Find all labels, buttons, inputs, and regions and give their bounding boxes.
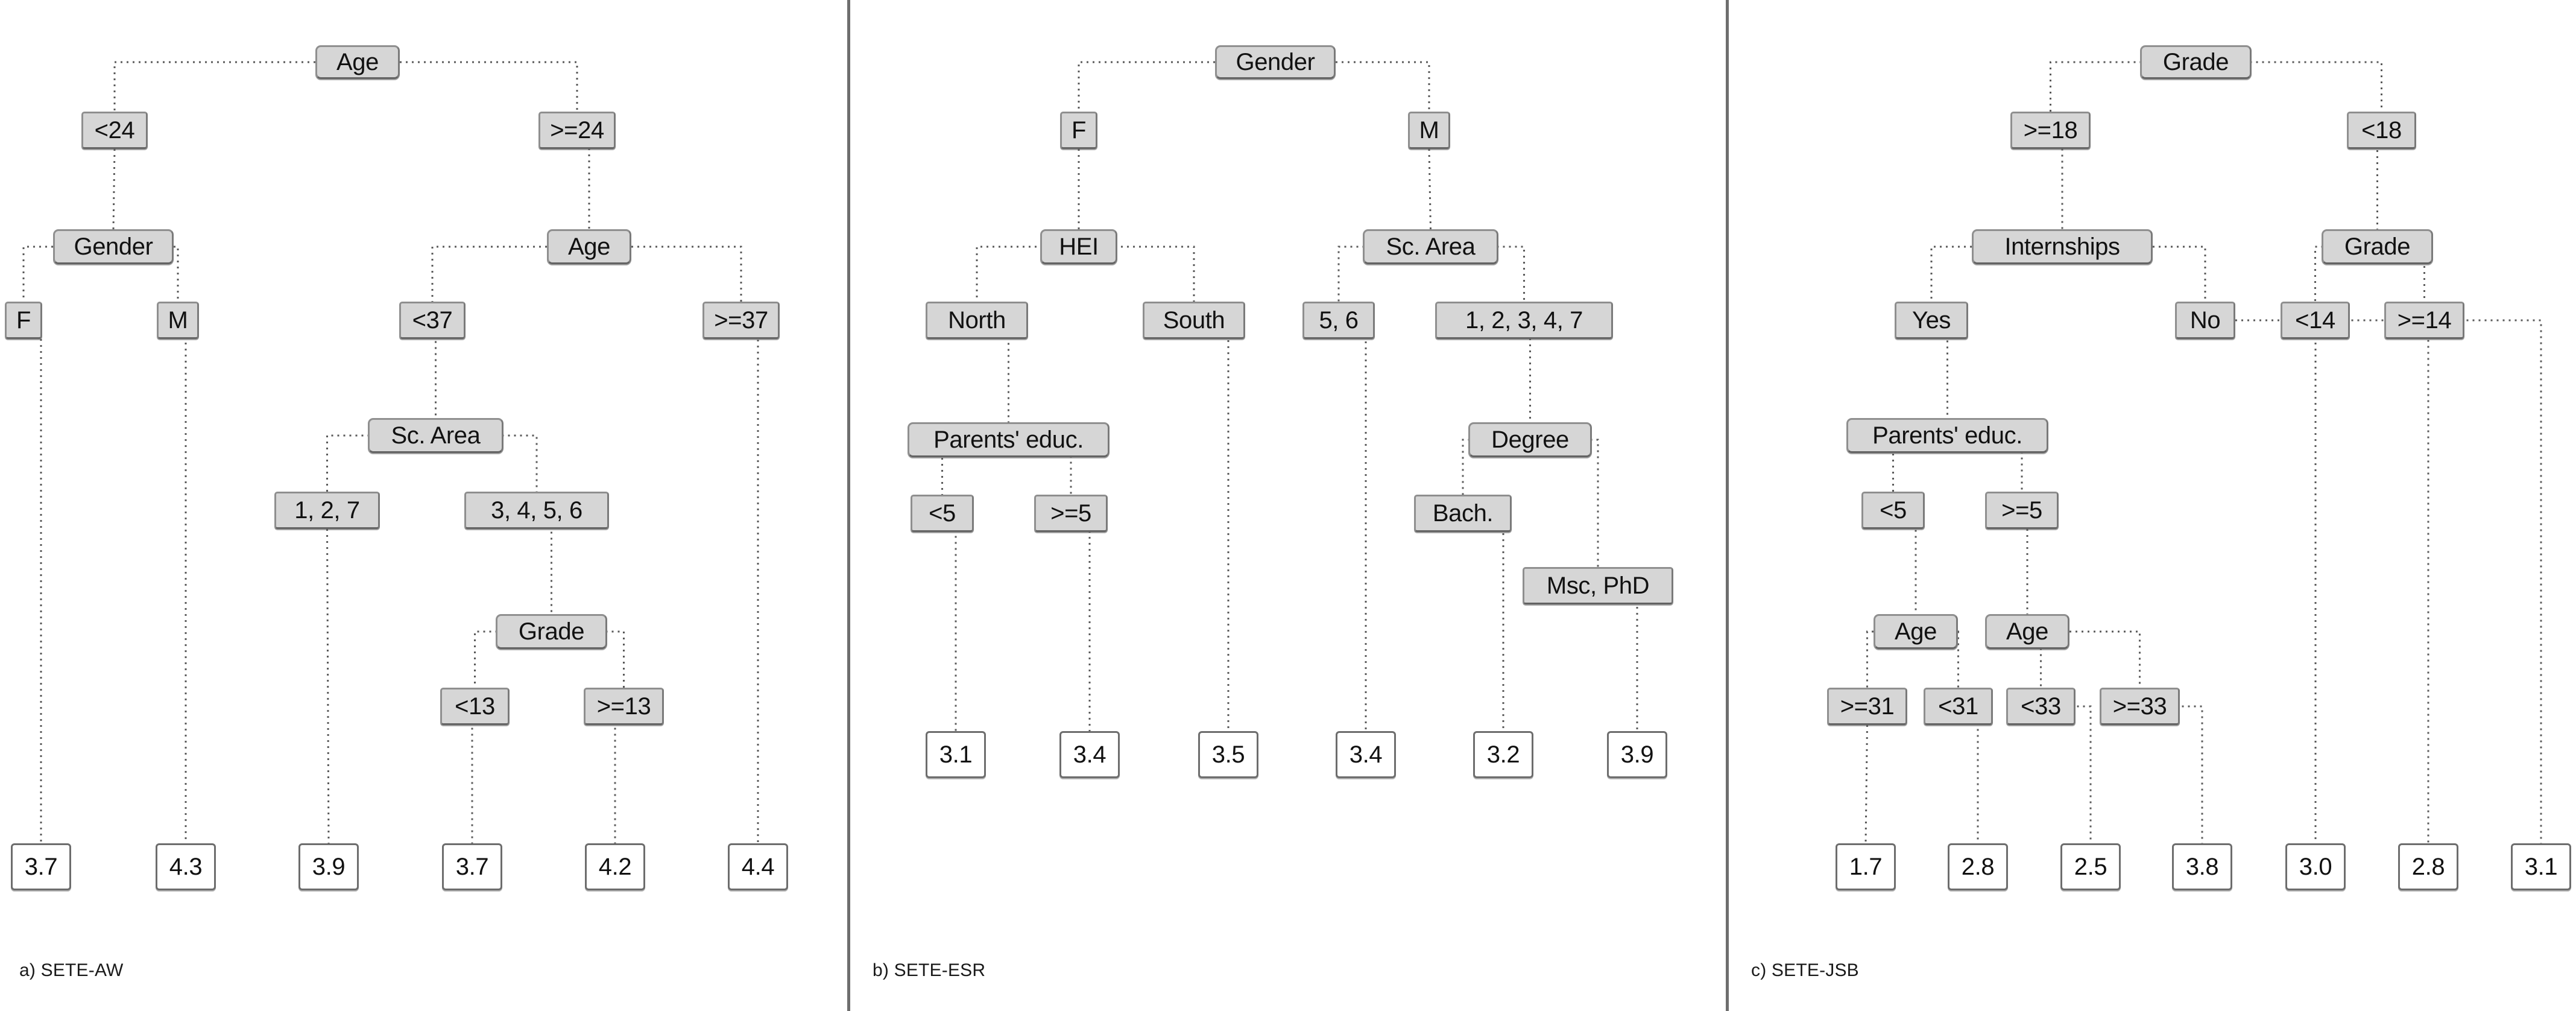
tree-edge	[471, 705, 475, 843]
panel-divider	[1726, 0, 1729, 1011]
tree-internal-node: <14	[2281, 302, 2350, 339]
tree-edge	[24, 319, 42, 843]
tree-internal-node: >=5	[1034, 495, 1108, 532]
tree-internal-node: >=37	[702, 302, 780, 339]
tree-internal-node: Gender	[53, 229, 174, 264]
tree-leaf-node: 3.1	[926, 731, 986, 778]
tree-internal-node: 5, 6	[1302, 302, 1375, 339]
tree-leaf-node: 2.5	[2060, 843, 2121, 890]
tree-internal-node: <18	[2347, 112, 2416, 149]
tree-edge	[2205, 319, 2317, 843]
tree-internal-node: No	[2175, 302, 2235, 339]
tree-edge	[1463, 512, 1504, 731]
tree-internal-node: >=33	[2100, 688, 2180, 725]
panel-caption-c: c) SETE-JSB	[1751, 960, 1859, 980]
tree-internal-node: Age	[315, 45, 400, 79]
tree-edge	[1428, 148, 1432, 230]
tree-leaf-node: 1.7	[1836, 843, 1896, 890]
tree-edge	[942, 512, 957, 731]
tree-edges-a	[22, 61, 759, 844]
tree-leaf-node: 3.8	[2172, 843, 2232, 890]
tree-internal-node: 1, 2, 7	[274, 492, 380, 529]
tree-edge	[2041, 705, 2092, 843]
tree-internal-node: >=13	[584, 688, 664, 725]
tree-internal-node: 3, 4, 5, 6	[464, 492, 609, 529]
tree-leaf-node: 3.9	[1607, 731, 1667, 778]
tree-leaf-node: 2.8	[1948, 843, 2008, 890]
tree-internal-node: >=5	[1985, 492, 2059, 529]
tree-internal-node: HEI	[1040, 229, 1117, 264]
tree-internal-node: Age	[1874, 614, 1958, 649]
tree-edge	[741, 319, 759, 843]
tree-internal-node: F	[5, 302, 42, 339]
tree-edge	[178, 319, 187, 843]
tree-internal-node: Grade	[496, 614, 607, 649]
tree-leaf-node: 3.7	[442, 843, 502, 890]
tree-leaf-node: 4.2	[585, 843, 645, 890]
tree-edges-b	[941, 61, 1638, 731]
tree-leaf-node: 4.4	[728, 843, 788, 890]
tree-internal-node: Parents' educ.	[1846, 418, 2048, 453]
tree-internal-node: 1, 2, 3, 4, 7	[1435, 302, 1613, 339]
tree-edge	[1530, 439, 1599, 567]
tree-internal-node: Grade	[2140, 45, 2252, 79]
tree-leaf-node: 2.8	[2398, 843, 2458, 890]
tree-internal-node: <24	[81, 112, 148, 149]
tree-edge	[1864, 724, 1868, 844]
tree-edge	[1339, 319, 1367, 731]
tree-internal-node: <5	[1861, 492, 1925, 529]
tree-leaf-node: 3.9	[298, 843, 359, 890]
panel-caption-a: a) SETE-AW	[19, 960, 124, 980]
tree-internal-node: Gender	[1215, 45, 1336, 79]
tree-internal-node: M	[157, 302, 199, 339]
tree-internal-node: >=24	[538, 112, 616, 149]
tree-internal-node: Parents' educ.	[908, 422, 1110, 457]
tree-edge	[1194, 319, 1230, 731]
tree-edge	[614, 705, 624, 843]
tree-leaf-node: 3.4	[1336, 731, 1396, 778]
tree-internal-node: Msc, PhD	[1523, 567, 1673, 604]
tree-internal-node: <5	[911, 495, 974, 532]
panel-caption-b: b) SETE-ESR	[873, 960, 986, 980]
tree-edge	[1598, 585, 1638, 731]
tree-internal-node: Sc. Area	[1363, 229, 1498, 264]
tree-internal-node: F	[1060, 112, 1097, 149]
tree-internal-node: <37	[399, 302, 466, 339]
tree-internal-node: M	[1408, 112, 1450, 149]
tree-internal-node: Grade	[2322, 229, 2433, 264]
tree-leaf-node: 3.0	[2285, 843, 2346, 890]
tree-edge	[2315, 319, 2429, 843]
tree-edge	[2424, 319, 2542, 843]
tree-internal-node: >=18	[2010, 112, 2091, 149]
tree-internal-node: Age	[547, 229, 631, 264]
tree-internal-node: >=14	[2384, 302, 2464, 339]
tree-edge	[2139, 705, 2203, 843]
tree-leaf-node: 3.7	[11, 843, 71, 890]
tree-internal-node: <31	[1924, 688, 1993, 725]
tree-internal-node: <13	[440, 688, 510, 725]
tree-internal-node: North	[926, 302, 1028, 339]
tree-internal-node: Internships	[1972, 229, 2153, 264]
tree-internal-node: Bach.	[1414, 495, 1512, 532]
tree-internal-node: Degree	[1468, 422, 1592, 457]
tree-internal-node: >=31	[1827, 688, 1907, 725]
tree-leaf-node: 4.3	[156, 843, 216, 890]
tree-internal-node: Age	[1985, 614, 2069, 649]
tree-edge	[326, 528, 330, 844]
tree-internal-node: Yes	[1895, 302, 1968, 339]
tree-internal-node: <33	[2006, 688, 2076, 725]
tree-internal-node: Sc. Area	[368, 418, 504, 453]
tree-edge	[1958, 705, 1979, 843]
panel-divider	[847, 0, 850, 1011]
tree-leaf-node: 3.2	[1473, 731, 1533, 778]
tree-edge	[1071, 512, 1091, 731]
tree-edge	[112, 148, 116, 230]
tree-leaf-node: 3.1	[2511, 843, 2571, 890]
tree-leaf-node: 3.4	[1059, 731, 1120, 778]
tree-internal-node: South	[1143, 302, 1245, 339]
tree-leaf-node: 3.5	[1198, 731, 1258, 778]
